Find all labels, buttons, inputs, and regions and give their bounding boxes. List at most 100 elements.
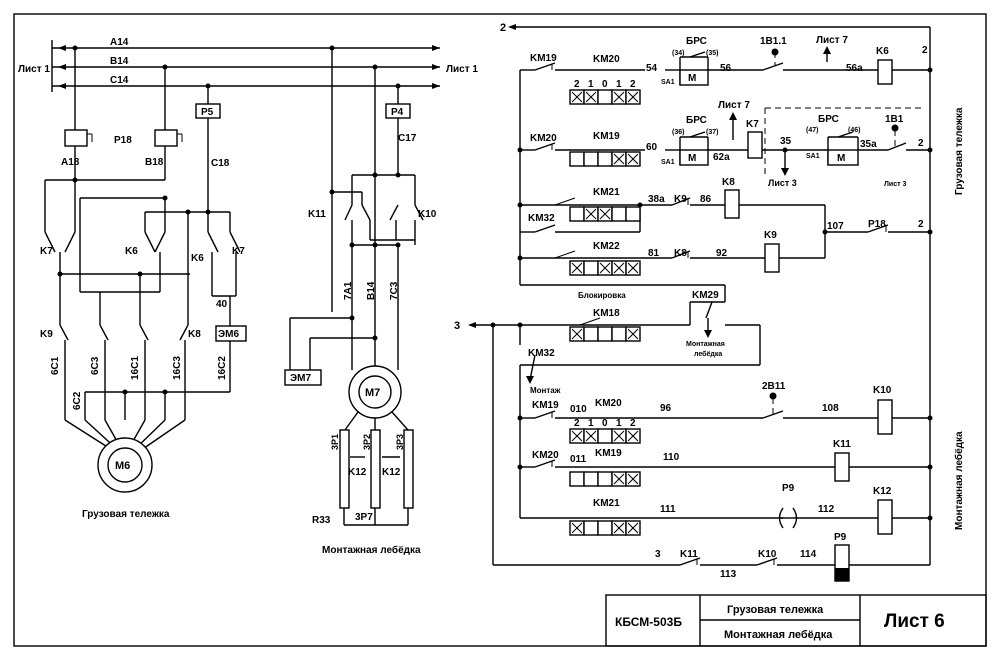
r2-62a: 62a: [713, 152, 730, 163]
label-3p1: 3P1: [330, 434, 340, 450]
r2-sa1: SA1: [661, 159, 675, 166]
r1-km19: KM19: [530, 53, 557, 64]
r2-km19: KM19: [593, 131, 620, 142]
phase-a-label: A14: [110, 37, 129, 48]
selector-position-label: 0: [602, 418, 608, 429]
r6-km20: KM20: [532, 450, 559, 461]
r3-107: 107: [827, 221, 844, 232]
r2-km20: KM20: [530, 133, 557, 144]
montazh-label: Монтаж: [530, 386, 561, 395]
label-k6-right: K6: [191, 253, 204, 264]
line-3-label: 3: [454, 320, 460, 332]
r8-p9: P9: [834, 532, 847, 543]
r2-36: (36): [672, 129, 684, 136]
selector-position-label: 2: [574, 418, 580, 429]
r2-list7: Лист 7: [718, 100, 750, 111]
r8-k10: K10: [758, 549, 777, 560]
trolley-power-circuit: A18 B18 P18 P5 C18 K7: [40, 45, 247, 520]
selector-panel: [569, 151, 641, 167]
selector-panel: [569, 520, 641, 536]
label-b18: B18: [145, 157, 164, 168]
r2-m: M: [688, 153, 696, 164]
r5-010: 010: [570, 404, 587, 415]
r1-54: 54: [646, 63, 658, 74]
lebedka-label-2: лебёдка: [694, 350, 722, 358]
r8-3: 3: [655, 549, 661, 560]
side-label-winch: Монтажная лебёдка: [953, 431, 965, 530]
r2-47: (47): [806, 127, 818, 134]
r4-k8: K8: [674, 248, 687, 259]
r7-p9: P9: [782, 483, 795, 494]
selector-panel: [569, 260, 641, 276]
label-3p3: 3P3: [395, 434, 405, 450]
r5-km19: KM19: [532, 400, 559, 411]
r6-k11: K11: [833, 439, 851, 450]
label-m7: M7: [365, 387, 380, 399]
selector-position-label: 1: [588, 79, 594, 90]
caption-trolley: Грузовая тележка: [82, 509, 170, 520]
label-p18: P18: [114, 135, 132, 146]
label-k10: K10: [418, 209, 437, 220]
r3-86: 86: [700, 194, 712, 205]
r2-37: (37): [706, 129, 718, 136]
title-sheet: Лист 6: [884, 611, 945, 632]
r1-1b11: 1B1.1: [760, 36, 787, 47]
r3-38a: 38a: [648, 194, 665, 205]
r2-list3b: Лист 3: [884, 181, 906, 188]
label-p5: P5: [201, 107, 214, 118]
title-name-top: Грузовая тележка: [727, 604, 824, 616]
r7-111: 111: [660, 504, 676, 515]
label-k8: K8: [188, 329, 201, 340]
label-40: 40: [216, 299, 228, 310]
r4-92: 92: [716, 248, 728, 259]
r3-k8: K8: [722, 177, 735, 188]
r7-k12: K12: [873, 486, 892, 497]
selector-position-label: 2: [630, 79, 636, 90]
selector-panel: [569, 206, 641, 222]
label-m6: M6: [115, 460, 130, 472]
selector-position-label: 1: [588, 418, 594, 429]
label-3p7: 3P7: [355, 512, 373, 523]
r3-km32: KM32: [528, 213, 555, 224]
sheet-ref-right: Лист 1: [446, 64, 478, 75]
selector-panel: [569, 471, 641, 487]
lebedka-label: Монтажная: [686, 341, 725, 348]
label-6c2: 6C2: [72, 391, 83, 410]
label-16c3: 16C3: [172, 356, 183, 380]
r2-35a: 35a: [860, 139, 877, 150]
title-block: КБСМ-503Б Грузовая тележка Монтажная леб…: [605, 594, 987, 647]
r3-km21: KM21: [593, 187, 620, 198]
block-label: Блокировка: [578, 291, 626, 300]
r2-m2: M: [837, 153, 845, 164]
label-a18: A18: [61, 157, 80, 168]
r3-p18: P18: [868, 219, 886, 230]
label-k6-left: K6: [125, 246, 138, 257]
selector-position-label: 2: [630, 418, 636, 429]
r1-2: 2: [922, 45, 928, 56]
r2-k7: K7: [746, 119, 759, 130]
r2-60: 60: [646, 142, 658, 153]
phase-b-label: B14: [110, 56, 129, 67]
r1-56a: 56a: [846, 63, 863, 74]
label-k12-a: K12: [348, 467, 367, 478]
drawing-frame: [13, 13, 987, 647]
r1-m: M: [688, 73, 696, 84]
r7-112: 112: [818, 504, 835, 515]
r5-k10: K10: [873, 385, 892, 396]
r3-2: 2: [918, 219, 924, 230]
r2-brs2: БРС: [818, 114, 839, 125]
label-7c3: 7C3: [389, 281, 400, 300]
label-k12-b: K12: [382, 467, 401, 478]
r2-sa1b: SA1: [806, 153, 820, 160]
r5-108: 108: [822, 403, 839, 414]
line-2-label: 2: [500, 22, 506, 34]
r5-96: 96: [660, 403, 672, 414]
motor-m6: [97, 437, 153, 493]
r2-46: (46): [848, 127, 860, 134]
selector-position-label: 0: [602, 79, 608, 90]
label-16c1: 16C1: [130, 356, 141, 380]
label-em6: ЭМ6: [218, 329, 239, 340]
